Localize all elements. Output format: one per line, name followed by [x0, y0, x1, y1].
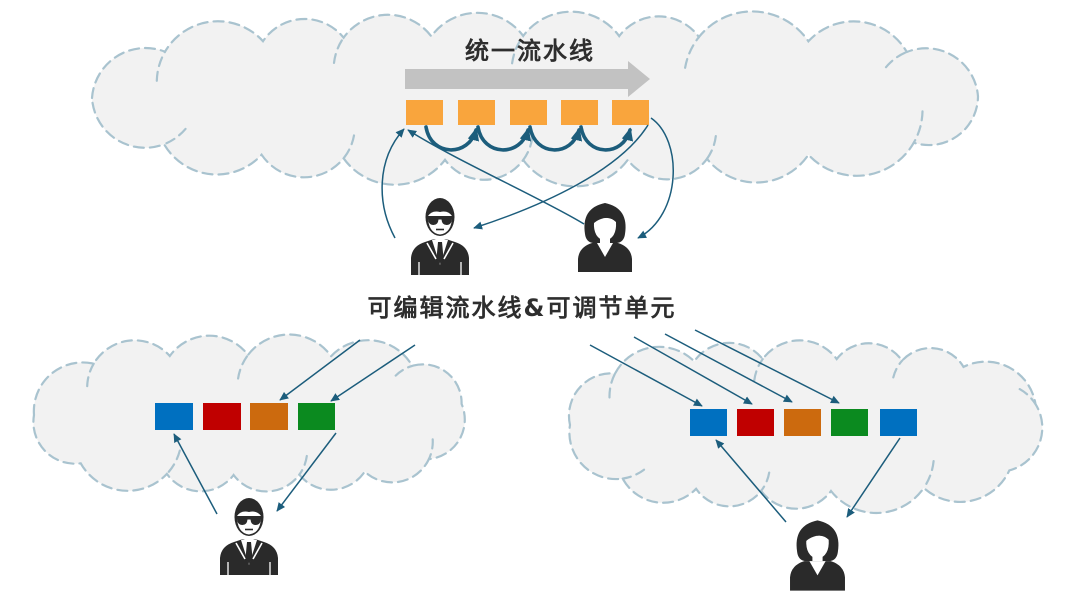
- labels: 统一流水线 可编辑流水线&可调节单元: [368, 37, 677, 322]
- woman-icon: [578, 203, 632, 272]
- step-arrow: [476, 125, 532, 152]
- top-arrows: [381, 117, 674, 239]
- pipeline-unit: [298, 403, 335, 430]
- cloud-bottom-left: [32, 333, 466, 493]
- cloud-bottom-left-detail: [86, 353, 434, 476]
- businessman-icon: [410, 197, 470, 275]
- cloud-bottom-right-detail: [608, 358, 1037, 492]
- pipeline-unit: [155, 403, 193, 430]
- edit-arrow: [589, 344, 703, 407]
- edit-arrow: [664, 333, 793, 403]
- edit-arrow: [381, 128, 405, 239]
- caption: 可编辑流水线&可调节单元: [368, 294, 677, 322]
- pipeline-unit: [784, 409, 821, 436]
- flow-direction-arrow: [405, 61, 650, 97]
- pipeline-unit: [458, 100, 495, 125]
- pipeline-title: 统一流水线: [465, 37, 595, 65]
- pipeline-unit: [612, 100, 649, 125]
- feedback-arrow: [637, 117, 674, 239]
- user-output-arrow: [276, 432, 337, 512]
- woman-icon: [790, 520, 845, 591]
- left-pipeline: [155, 403, 335, 430]
- edit-arrow: [330, 344, 416, 402]
- edit-arrow: [694, 329, 840, 404]
- pipeline-unit: [690, 409, 727, 436]
- user-input-arrow: [173, 433, 218, 515]
- pipeline-unit: [406, 100, 443, 125]
- pipeline-unit: [561, 100, 598, 125]
- pipeline-unit: [737, 409, 774, 436]
- pipeline-unit: [510, 100, 547, 125]
- step-arrow: [424, 125, 480, 152]
- businessman-icon: [219, 497, 279, 576]
- unified-pipeline: [406, 100, 649, 125]
- pipeline-unit: [250, 403, 288, 430]
- cloud-top: [90, 10, 980, 188]
- pipeline-unit: [831, 409, 868, 436]
- pipeline-unit: [880, 409, 917, 436]
- pipeline-unit: [203, 403, 241, 430]
- step-arrow: [579, 125, 634, 152]
- user-input-arrow: [715, 439, 787, 523]
- right-pipeline: [690, 409, 917, 436]
- user-output-arrow: [846, 437, 901, 518]
- feedback-arrow: [473, 124, 649, 230]
- bottom-arrows: [173, 329, 901, 523]
- edit-arrow: [279, 339, 361, 401]
- cloud-top-detail: [155, 34, 924, 162]
- step-arrow: [528, 125, 583, 152]
- edit-arrow: [407, 129, 585, 225]
- edit-arrow: [633, 336, 753, 405]
